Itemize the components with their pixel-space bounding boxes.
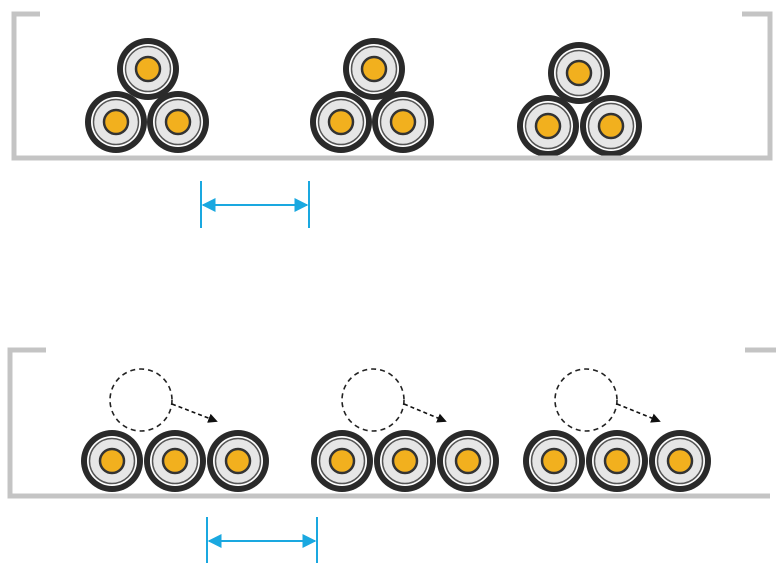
flat-group-2 [311,368,499,492]
cable-core [98,447,126,475]
spacing-dimension-bottom [206,517,318,563]
cable [343,38,405,100]
cable-core [534,112,562,140]
move-arrow [403,403,447,423]
cable-core [224,447,252,475]
ghost-cable [109,368,173,432]
cable [147,91,209,153]
cable-core [327,108,355,136]
cable-core [389,108,417,136]
cable [649,430,711,492]
cable [548,42,610,104]
cable-core [164,108,192,136]
move-arrow [616,403,661,423]
cable [81,430,143,492]
cable-core [540,447,568,475]
cable [437,430,499,492]
cable-core [328,447,356,475]
cable [523,430,585,492]
cable [207,430,269,492]
trefoil-group-1 [85,38,209,153]
cable-core [454,447,482,475]
ghost-cable [554,368,618,432]
cable-core [161,447,189,475]
cable [372,91,434,153]
trefoil-group-3 [517,42,642,157]
cable-core [666,447,694,475]
cable-core [102,108,130,136]
cable [517,95,579,157]
cable [374,430,436,492]
cable-core [603,447,631,475]
spacing-dimension-top [200,181,310,228]
flat-group-1 [81,368,269,492]
cable [586,430,648,492]
cable [117,38,179,100]
trefoil-group-2 [310,38,434,153]
cable [580,95,642,157]
move-arrow [171,403,218,423]
cable-core [597,112,625,140]
cable-core [134,55,162,83]
cable [144,430,206,492]
cable-core [360,55,388,83]
cable-core [565,59,593,87]
cable [311,430,373,492]
panel-flat-arrangement [81,368,711,492]
cable [85,91,147,153]
cable-tray-top [11,11,773,161]
ghost-cable [341,368,405,432]
panel-trefoil-arrangement [85,38,642,157]
cable-tray-bottom [7,347,770,499]
cable-core [391,447,419,475]
flat-group-3 [523,368,711,492]
cable [310,91,372,153]
